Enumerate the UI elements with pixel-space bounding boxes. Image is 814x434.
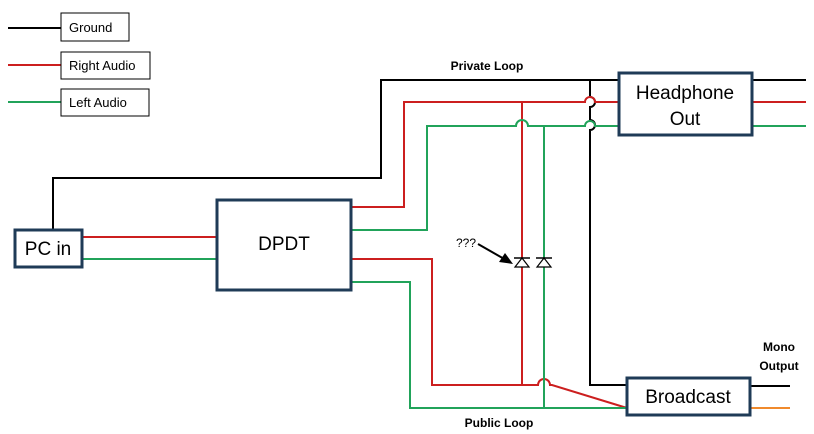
right-audio-wires [82, 96, 806, 409]
private-loop-label: Private Loop [451, 59, 524, 73]
left-audio-wires [82, 119, 806, 409]
dpdt-block: DPDT [215, 198, 353, 292]
legend-right-audio-label: Right Audio [69, 58, 136, 73]
diode-icon [513, 257, 531, 268]
diode-icon [535, 257, 553, 268]
arrow-icon [477, 243, 513, 264]
legend-left-audio-label: Left Audio [69, 95, 127, 110]
headphone-out-block: Headphone Out [617, 71, 754, 137]
mono-label: Mono [763, 340, 795, 354]
diode-pair [513, 257, 553, 268]
mono-label-output: Output [759, 359, 798, 373]
legend-left-audio-box [60, 88, 150, 117]
legend: Ground Right Audio Left Audio [8, 12, 151, 117]
right-wire-private-loop [351, 96, 619, 208]
left-wire-private-loop [351, 119, 619, 231]
pc-in-block: PC in [13, 228, 84, 269]
legend-ground-box [60, 12, 130, 42]
legend-right-audio-box [60, 51, 151, 80]
question-label: ??? [456, 236, 476, 250]
pc-in-label: PC in [25, 239, 71, 260]
public-loop-label: Public Loop [465, 416, 534, 430]
headphone-label-out: Out [670, 109, 701, 130]
left-wire-public-loop [351, 281, 627, 409]
headphone-label: Headphone [636, 83, 734, 104]
right-wire-to-broadcast [522, 378, 628, 409]
dpdt-label: DPDT [258, 234, 310, 255]
broadcast-label: Broadcast [645, 387, 731, 408]
ground-wire-pc-to-headphone [52, 79, 806, 230]
legend-ground-label: Ground [69, 20, 112, 35]
right-wire-public-loop [351, 258, 522, 386]
broadcast-block: Broadcast [625, 376, 752, 417]
